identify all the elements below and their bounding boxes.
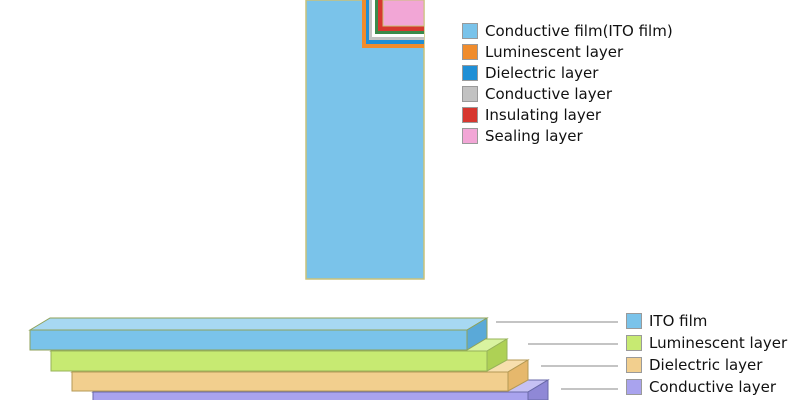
legend-swatch	[626, 357, 642, 373]
legend-swatch	[462, 128, 478, 144]
legend-swatch	[462, 107, 478, 123]
legend-label: Luminescent layer	[649, 334, 788, 352]
sealing-layer-top	[382, 0, 425, 27]
legend-swatch	[626, 335, 642, 351]
legend-swatch	[626, 313, 642, 329]
top-strip-diagram	[305, 0, 425, 280]
legend-swatch	[462, 65, 478, 81]
legend-label: Conductive layer	[649, 378, 776, 396]
bottom-slab-diagram	[28, 317, 550, 400]
legend-label: Conductive film(ITO film)	[485, 22, 673, 40]
legend-label: Luminescent layer	[485, 43, 624, 61]
luminescent-slab-front	[50, 350, 488, 372]
dielectric-slab-front	[71, 371, 509, 392]
ito-slab-front	[29, 329, 468, 351]
leader-lines	[496, 321, 618, 390]
legend-swatch	[462, 44, 478, 60]
legend-label: Sealing layer	[485, 127, 583, 145]
conductive-slab-front	[92, 391, 529, 400]
legend-label: Dielectric layer	[649, 356, 763, 374]
legend-label: ITO film	[649, 312, 708, 330]
legend-label: Conductive layer	[485, 85, 612, 103]
legend-swatch	[462, 23, 478, 39]
legend-label: Insulating layer	[485, 106, 602, 124]
legend-label: Dielectric layer	[485, 64, 599, 82]
legend-swatch	[462, 86, 478, 102]
ito-slab-top	[28, 317, 489, 331]
legend-swatch	[626, 379, 642, 395]
